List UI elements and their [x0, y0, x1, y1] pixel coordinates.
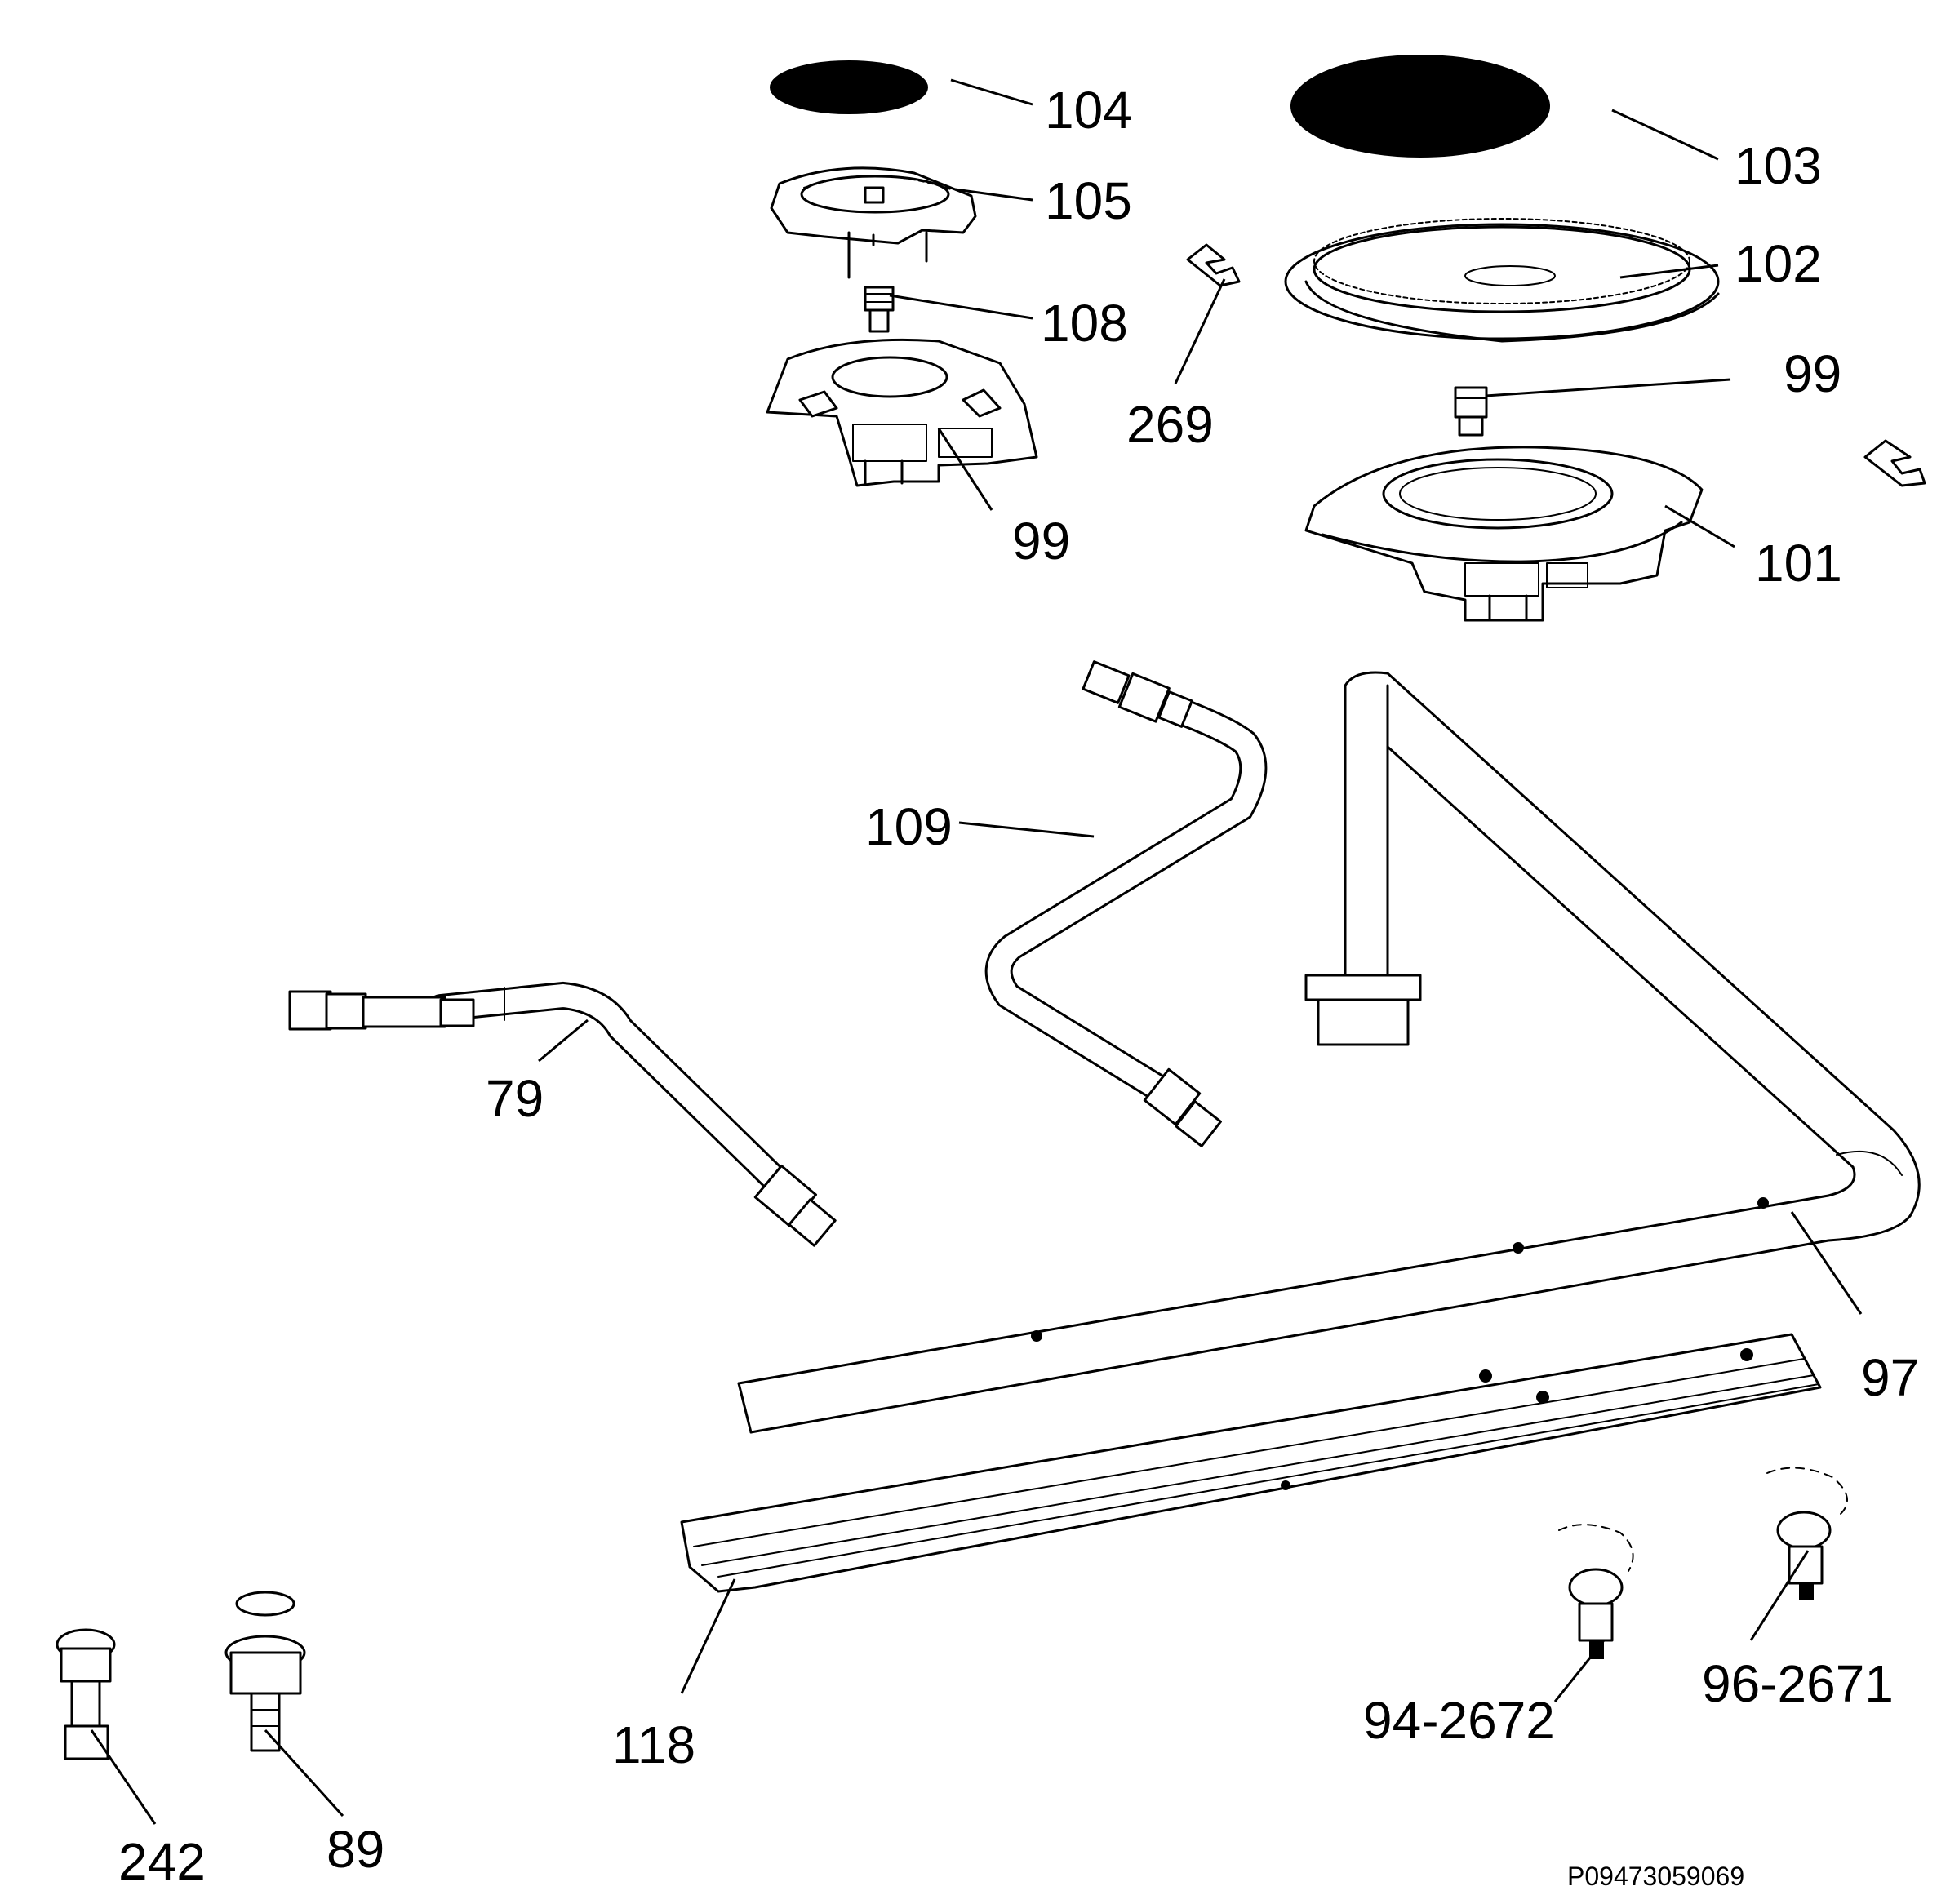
- burner-crown-large[interactable]: [1284, 218, 1720, 343]
- label-104: 104: [1045, 81, 1132, 140]
- valve-96-2671[interactable]: [1766, 1467, 1848, 1600]
- support-rail-118[interactable]: [680, 1333, 1822, 1593]
- label-108: 108: [1041, 294, 1128, 353]
- label-97: 97: [1861, 1348, 1919, 1407]
- injector-small[interactable]: [864, 286, 895, 333]
- label-96-2671: 96-2671: [1702, 1654, 1894, 1713]
- gas-pipe-79[interactable]: [288, 981, 837, 1247]
- part-labels: 104 103 105 102 108 269 99 99 101 109 79…: [118, 81, 1919, 1891]
- burner-base-large[interactable]: [1304, 446, 1704, 622]
- label-103: 103: [1735, 136, 1822, 195]
- gas-manifold-97[interactable]: [737, 671, 1921, 1434]
- label-99-left: 99: [1012, 512, 1070, 570]
- label-109: 109: [865, 797, 953, 856]
- burner-cap-large[interactable]: [1290, 55, 1550, 158]
- valve-94-2672[interactable]: [1558, 1524, 1634, 1659]
- label-105: 105: [1045, 171, 1132, 230]
- label-79: 79: [486, 1069, 544, 1128]
- thermocouple-242[interactable]: [56, 1628, 116, 1760]
- label-102: 102: [1735, 234, 1822, 293]
- burner-crown-small[interactable]: [770, 166, 977, 279]
- label-101: 101: [1755, 534, 1842, 593]
- nipple-89[interactable]: [224, 1591, 306, 1752]
- diagram-code: P09473059069: [1567, 1862, 1744, 1891]
- label-89: 89: [326, 1820, 384, 1879]
- injector-large[interactable]: [1454, 386, 1488, 437]
- label-242: 242: [118, 1832, 206, 1891]
- gas-pipe-109[interactable]: [984, 660, 1268, 1147]
- label-118: 118: [612, 1715, 695, 1774]
- clip-left[interactable]: [1186, 243, 1241, 287]
- burner-base-small[interactable]: [766, 338, 1038, 487]
- label-99-right: 99: [1784, 344, 1841, 403]
- clip-right[interactable]: [1863, 439, 1926, 487]
- leader-lines: [90, 78, 1863, 1825]
- label-269: 269: [1126, 395, 1214, 454]
- label-94-2672: 94-2672: [1363, 1691, 1555, 1750]
- burner-cap-small[interactable]: [770, 60, 928, 114]
